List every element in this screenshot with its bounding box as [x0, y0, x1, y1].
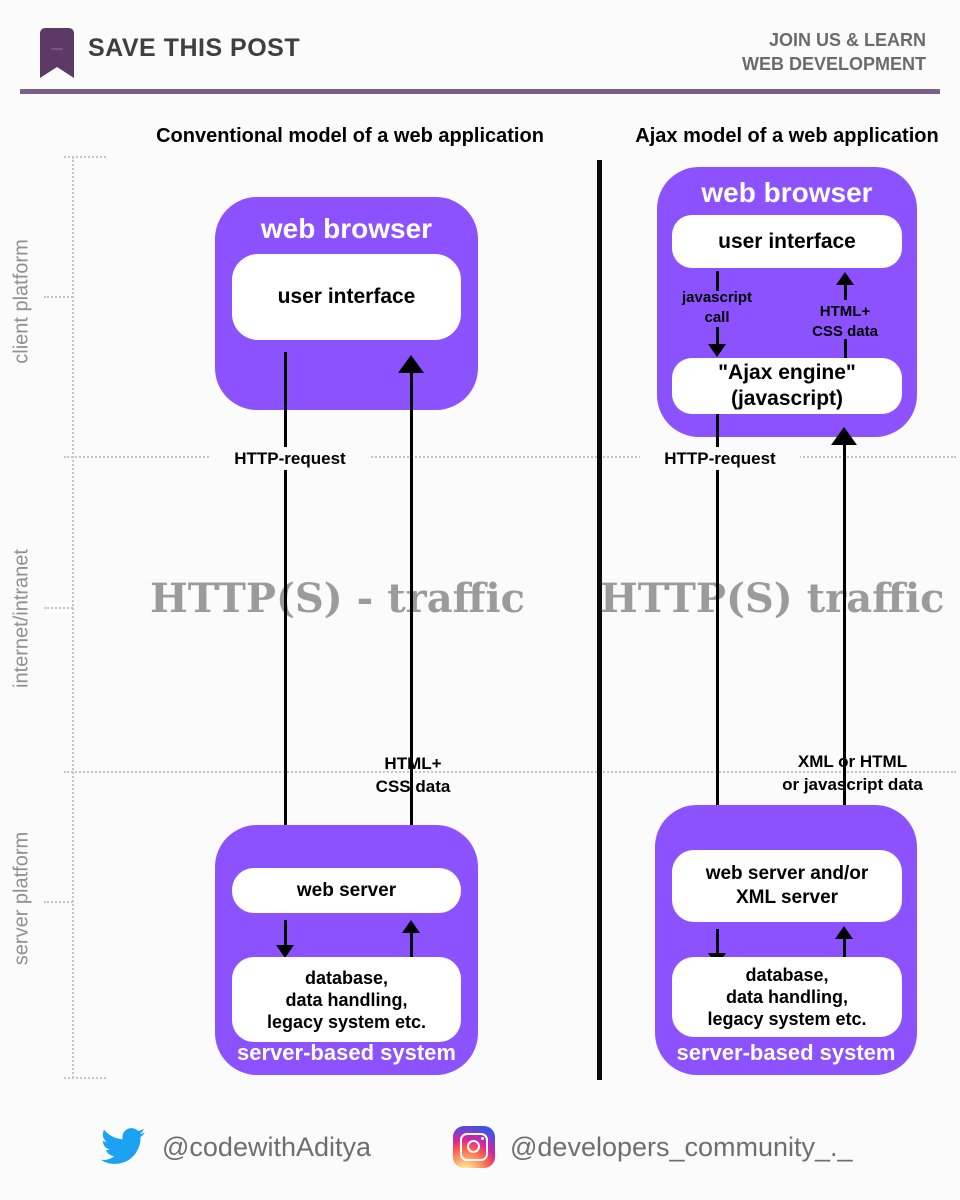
right-js-call-label: javascript call: [662, 288, 772, 328]
right-xml-data-label: XML or HTML or javascript data: [760, 750, 945, 796]
right-internal-up-line: [843, 939, 846, 963]
left-traffic-label: HTTP(S) - traffic: [150, 575, 526, 622]
left-database-box: database, data handling, legacy system e…: [232, 957, 461, 1042]
right-htmlcss-line2: CSS data: [812, 323, 878, 340]
left-database-line3: legacy system etc.: [266, 1011, 427, 1032]
right-user-interface-label: user interface: [718, 229, 856, 253]
instagram-flash-dot: [481, 1137, 484, 1140]
join-us-line1: JOIN US & LEARN: [768, 30, 926, 50]
right-request-arrow-line: [716, 414, 719, 826]
left-server-system-label: server-based system: [237, 1040, 456, 1065]
dotted-tick-client: [44, 296, 73, 298]
right-js-call-line-bottom: [716, 327, 719, 344]
column-divider-line: [597, 160, 602, 1080]
right-js-call-line1: javascript: [681, 289, 753, 306]
right-ajax-engine-line2: (javascript): [730, 387, 844, 410]
right-internal-down-line: [716, 929, 719, 953]
left-html-css-label: HTML+ CSS data: [353, 752, 473, 798]
right-web-server-line1: web server and/or: [705, 863, 869, 884]
left-web-browser-box: web browser user interface: [215, 197, 478, 410]
instagram-camera-glyph: [460, 1133, 488, 1161]
right-htmlcss-arrowhead: [836, 272, 854, 285]
right-ajax-engine-box: "Ajax engine" (javascript): [672, 358, 902, 414]
right-response-arrow-line: [843, 444, 846, 842]
right-column-title: Ajax model of a web application: [635, 125, 939, 147]
right-htmlcss-label: HTML+ CSS data: [790, 302, 900, 342]
instagram-lens-glyph: [467, 1140, 480, 1153]
dotted-separator-internet-server: [64, 771, 956, 773]
left-response-arrow-line: [410, 372, 413, 853]
left-web-server-box: web server: [232, 868, 461, 913]
right-database-box: database, data handling, legacy system e…: [672, 957, 902, 1037]
left-web-server-label: web server: [296, 879, 397, 901]
side-label-client-platform: client platform: [10, 239, 33, 364]
right-web-server-box: web server and/or XML server: [672, 850, 902, 922]
bookmark-icon: [40, 28, 74, 78]
left-web-browser-title: web browser: [260, 213, 433, 244]
right-internal-up-arrowhead: [835, 926, 853, 939]
right-htmlcss-line1: HTML+: [819, 303, 871, 320]
right-js-call-arrowhead: [708, 344, 726, 357]
right-server-system-label: server-based system: [676, 1040, 896, 1065]
side-label-internet-intranet: internet/intranet: [10, 549, 33, 688]
header-divider: [20, 89, 940, 94]
left-column-title: Conventional model of a web application: [156, 125, 544, 147]
dotted-tick-bottom: [64, 1077, 106, 1079]
right-htmlcss-line-top: [844, 285, 847, 300]
instagram-icon: [453, 1126, 495, 1168]
left-database-line1: database,: [304, 967, 389, 988]
twitter-icon: [101, 1128, 145, 1164]
right-user-interface-box: user interface: [672, 215, 902, 268]
left-request-arrow-line: [284, 352, 287, 846]
twitter-handle: @codewithAditya: [162, 1132, 372, 1162]
right-database-line1: database,: [745, 965, 829, 985]
left-user-interface-box: user interface: [232, 254, 461, 340]
right-xml-data-line2: or javascript data: [782, 775, 923, 794]
left-internal-up-line: [410, 933, 413, 957]
join-us-text: JOIN US & LEARN WEB DEVELOPMENT: [742, 28, 926, 76]
right-database-line2: data handling,: [725, 987, 848, 1007]
dotted-separator-client-internet: [64, 456, 956, 458]
left-internal-down-arrowhead: [276, 945, 294, 958]
instagram-handle: @developers_community_._: [510, 1132, 853, 1162]
left-user-interface-label: user interface: [277, 285, 416, 308]
right-htmlcss-line-bottom: [844, 339, 847, 358]
right-traffic-label: HTTP(S) traffic: [600, 575, 945, 622]
left-internal-up-arrowhead: [402, 920, 420, 933]
left-html-css-line1: HTML+: [384, 754, 442, 773]
right-xml-data-line1: XML or HTML: [797, 752, 908, 771]
join-us-line2: WEB DEVELOPMENT: [741, 54, 926, 74]
right-database-line3: legacy system etc.: [707, 1009, 867, 1029]
left-internal-down-line: [284, 920, 287, 945]
left-html-css-line2: CSS data: [375, 777, 451, 796]
dotted-tick-server: [44, 901, 73, 903]
right-ajax-engine-line1: "Ajax engine": [718, 361, 856, 384]
side-label-server-platform: server platform: [10, 831, 33, 966]
left-database-line2: data handling,: [285, 989, 408, 1010]
right-js-call-line2: call: [704, 309, 730, 326]
right-web-browser-box: web browser user interface javascript ca…: [657, 167, 917, 437]
dotted-tick-internet: [44, 607, 73, 609]
right-response-arrowhead: [831, 427, 857, 445]
right-server-system-box: web server and/or XML server database, d…: [655, 805, 917, 1075]
left-response-arrowhead: [398, 355, 424, 373]
left-server-system-box: web server database, data handling, lega…: [215, 825, 478, 1075]
right-web-server-line2: XML server: [735, 887, 839, 908]
right-js-call-line-top: [716, 271, 719, 291]
right-http-request-label: HTTP-request: [640, 447, 800, 470]
right-web-browser-title: web browser: [701, 177, 873, 208]
save-this-post-title: SAVE THIS POST: [88, 34, 301, 62]
dotted-tick-top: [64, 156, 106, 158]
left-http-request-label: HTTP-request: [210, 447, 370, 470]
gutter-vertical-dotted-line: [72, 157, 74, 1078]
